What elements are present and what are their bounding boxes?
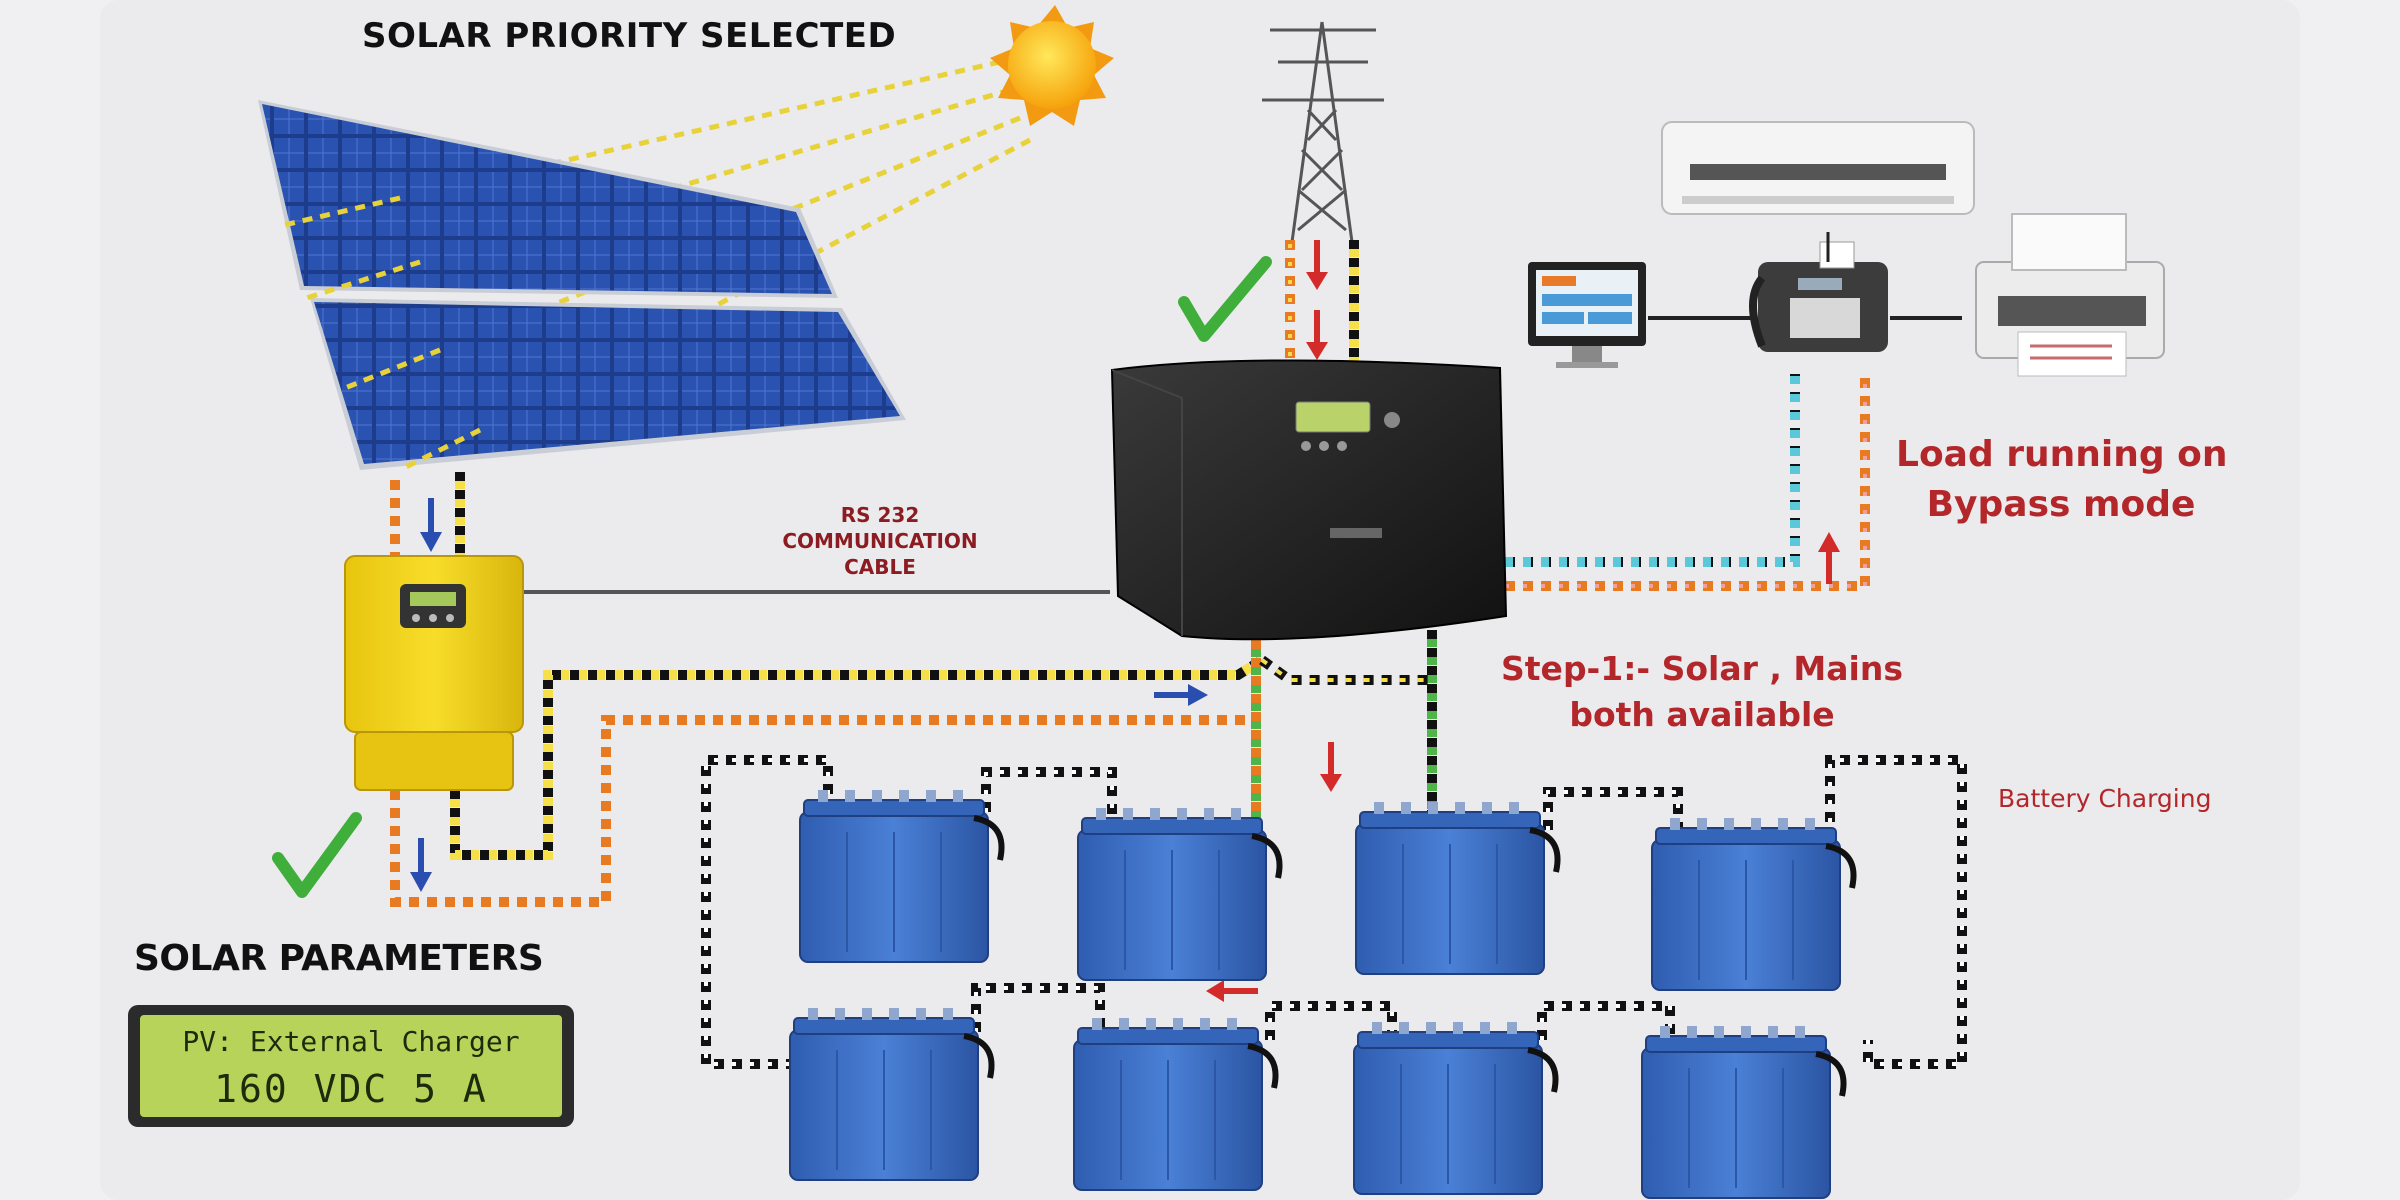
arrow-down-red [1306, 240, 1342, 792]
arrow-down-blue [410, 498, 442, 892]
transmission-tower-icon [1262, 21, 1384, 243]
step-label: Step-1:- Solar , Mains both available [1492, 646, 1912, 738]
battery-3 [1355, 802, 1561, 975]
charge-controller [344, 555, 524, 791]
battery-1 [799, 790, 1005, 963]
rs232-label-line3: CABLE [844, 555, 916, 579]
printer-icon [1975, 213, 2165, 377]
sun-icon [990, 5, 1114, 126]
check-icon-inverter [1178, 256, 1272, 342]
battery-4 [1651, 818, 1857, 991]
flow-arrows [410, 240, 1840, 1002]
rs232-label-line1: RS 232 [840, 503, 920, 527]
battery-8 [1641, 1026, 1847, 1199]
computer-monitor-icon [1528, 262, 1646, 368]
inverter-ups [1110, 359, 1508, 641]
battery-bank [789, 790, 1857, 1199]
battery-charging-label: Battery Charging [1998, 784, 2212, 813]
rs232-label: RS 232 COMMUNICATION CABLE [760, 502, 1000, 580]
lcd-line-1: PV: External Charger [182, 1025, 520, 1058]
solar-priority-title: SOLAR PRIORITY SELECTED [362, 16, 897, 56]
solar-panel-array [258, 100, 906, 473]
lcd-screen: PV: External Charger 160 VDC 5 A [140, 1015, 562, 1117]
solar-parameters-title: SOLAR PARAMETERS [134, 938, 544, 979]
rs232-label-line2: COMMUNICATION [782, 529, 978, 553]
step-label-line1: Step-1:- Solar , Mains [1501, 649, 1903, 688]
fax-machine-icon [1749, 232, 1888, 352]
solar-parameters-display: PV: External Charger 160 VDC 5 A [128, 1005, 574, 1127]
load-bypass-line1: Load running on [1896, 434, 2228, 475]
air-conditioner-icon [1661, 121, 1975, 215]
arrow-left-red [1206, 980, 1258, 1002]
lcd-line-2: 160 VDC 5 A [214, 1067, 488, 1111]
battery-2 [1077, 808, 1283, 981]
check-icon-controller [272, 812, 362, 898]
battery-7 [1353, 1022, 1559, 1195]
load-bypass-label: Load running on Bypass mode [1896, 430, 2228, 530]
arrow-up-red [1818, 532, 1840, 584]
arrow-right-blue [1154, 684, 1208, 706]
wiring [390, 240, 1967, 1069]
step-label-line2: both available [1569, 695, 1835, 734]
load-bypass-line2: Bypass mode [1926, 484, 2196, 525]
battery-5 [789, 1008, 995, 1181]
battery-6 [1073, 1018, 1279, 1191]
